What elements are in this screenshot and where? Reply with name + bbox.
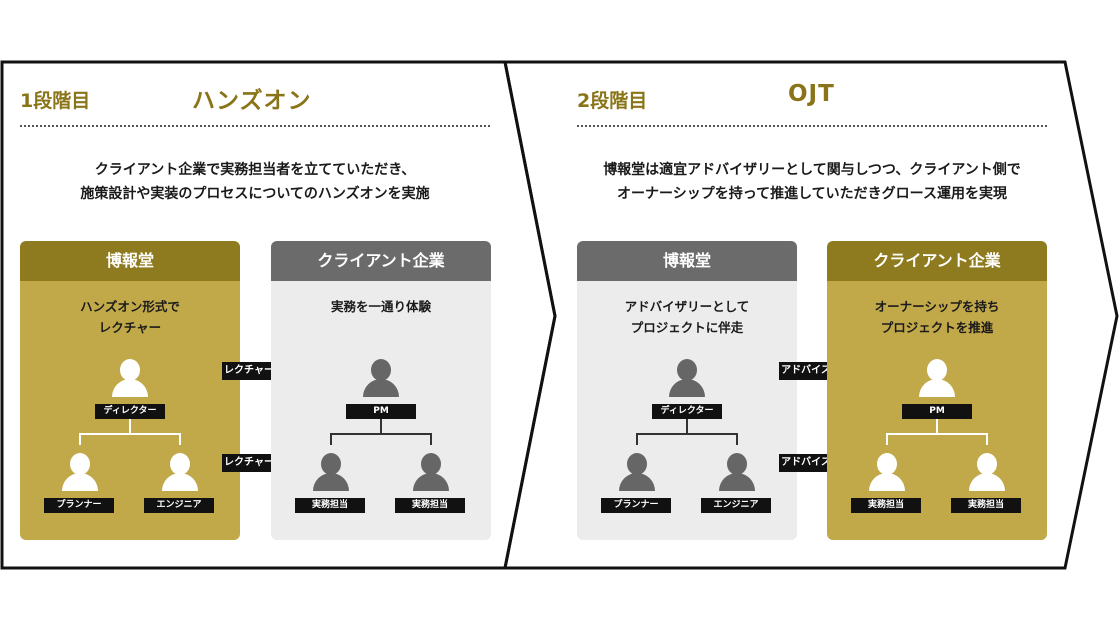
- role-engineer: エンジニア: [144, 498, 214, 513]
- tree-line: [430, 433, 432, 445]
- person-icon: [919, 359, 955, 397]
- role-director: ディレクター: [652, 404, 722, 419]
- role-staff: 実務担当: [951, 498, 1021, 513]
- card-body: アドバイザリーとして プロジェクトに伴走 ディレクター プランナー エンジニア: [577, 281, 797, 540]
- stage2-divider: [577, 125, 1047, 127]
- stage2-hakuhodo-card: 博報堂 アドバイザリーとして プロジェクトに伴走 ディレクター プランナー エン…: [577, 241, 797, 540]
- stage2-number: 2段階目: [577, 90, 648, 112]
- arrow-label: アドバイス: [779, 362, 833, 380]
- role-planner: プランナー: [601, 498, 671, 513]
- person-icon: [162, 453, 198, 491]
- role-planner: プランナー: [44, 498, 114, 513]
- role-staff: 実務担当: [295, 498, 365, 513]
- person-icon: [112, 359, 148, 397]
- tree-line: [330, 433, 332, 445]
- card-header: 博報堂: [577, 241, 797, 281]
- stage1-hakuhodo-card: 博報堂 ハンズオン形式で レクチャー ディレクター プランナー エンジニア: [20, 241, 240, 540]
- card-text-line: レクチャー: [98, 320, 162, 335]
- stage1-client-card: クライアント企業 実務を一通り体験 PM 実務担当 実務担当: [271, 241, 491, 540]
- card-text-line: アドバイザリーとして: [624, 299, 750, 314]
- tree-line: [79, 433, 181, 435]
- card-description: アドバイザリーとして プロジェクトに伴走: [577, 296, 797, 338]
- tree-line: [736, 433, 738, 445]
- card-header: クライアント企業: [271, 241, 491, 281]
- stage1-title: ハンズオン: [192, 88, 312, 114]
- person-icon: [719, 453, 755, 491]
- stage2-frame: [503, 60, 1119, 570]
- stage1-description: クライアント企業で実務担当者を立てていただき、 施策設計や実装のプロセスについて…: [20, 158, 490, 206]
- tree-line: [886, 433, 888, 445]
- role-staff: 実務担当: [395, 498, 465, 513]
- card-text-line: オーナーシップを持ち: [874, 299, 1000, 314]
- tree-line: [179, 433, 181, 445]
- arrow-label: レクチャー: [222, 362, 276, 380]
- tree-line: [636, 433, 638, 445]
- stage1-divider: [20, 125, 490, 127]
- card-description: 実務を一通り体験: [271, 296, 491, 317]
- stage2-description-line2: オーナーシップを持って推進していただきグロース運用を実現: [617, 186, 1007, 202]
- tree-line: [79, 433, 81, 445]
- person-icon: [62, 453, 98, 491]
- tree-line: [129, 419, 131, 433]
- card-body: オーナーシップを持ち プロジェクトを推進 PM 実務担当 実務担当: [827, 281, 1047, 540]
- tree-line: [330, 433, 432, 435]
- stage2-client-card: クライアント企業 オーナーシップを持ち プロジェクトを推進 PM 実務担当 実務…: [827, 241, 1047, 540]
- person-icon: [363, 359, 399, 397]
- person-icon: [969, 453, 1005, 491]
- person-icon: [669, 359, 705, 397]
- role-pm: PM: [902, 404, 972, 419]
- card-body: 実務を一通り体験 PM 実務担当 実務担当: [271, 281, 491, 540]
- role-pm: PM: [346, 404, 416, 419]
- tree-line: [986, 433, 988, 445]
- person-icon: [313, 453, 349, 491]
- role-director: ディレクター: [95, 404, 165, 419]
- card-header: クライアント企業: [827, 241, 1047, 281]
- stage1-description-line1: クライアント企業で実務担当者を立てていただき、: [94, 162, 416, 178]
- tree-line: [380, 419, 382, 433]
- tree-line: [936, 419, 938, 433]
- stage1-description-line2: 施策設計や実装のプロセスについてのハンズオンを実施: [80, 186, 430, 202]
- arrow-label: レクチャー: [222, 454, 276, 472]
- card-text-line: プロジェクトに伴走: [630, 320, 744, 335]
- card-text-line: 実務を一通り体験: [330, 299, 431, 314]
- person-icon: [619, 453, 655, 491]
- stage1-number: 1段階目: [20, 90, 91, 112]
- stage2-description-line1: 博報堂は適宜アドバイザリーとして関与しつつ、クライアント側で: [603, 162, 1021, 178]
- person-icon: [413, 453, 449, 491]
- role-engineer: エンジニア: [701, 498, 771, 513]
- stage2-description: 博報堂は適宜アドバイザリーとして関与しつつ、クライアント側で オーナーシップを持…: [560, 158, 1064, 206]
- tree-line: [636, 433, 738, 435]
- card-description: オーナーシップを持ち プロジェクトを推進: [827, 296, 1047, 338]
- card-description: ハンズオン形式で レクチャー: [20, 296, 240, 338]
- person-icon: [869, 453, 905, 491]
- tree-line: [686, 419, 688, 433]
- card-text-line: ハンズオン形式で: [80, 299, 180, 314]
- card-text-line: プロジェクトを推進: [880, 320, 994, 335]
- card-header: 博報堂: [20, 241, 240, 281]
- card-body: ハンズオン形式で レクチャー ディレクター プランナー エンジニア: [20, 281, 240, 540]
- stage2-title: OJT: [788, 81, 835, 107]
- role-staff: 実務担当: [851, 498, 921, 513]
- tree-line: [886, 433, 988, 435]
- arrow-label: アドバイス: [779, 454, 833, 472]
